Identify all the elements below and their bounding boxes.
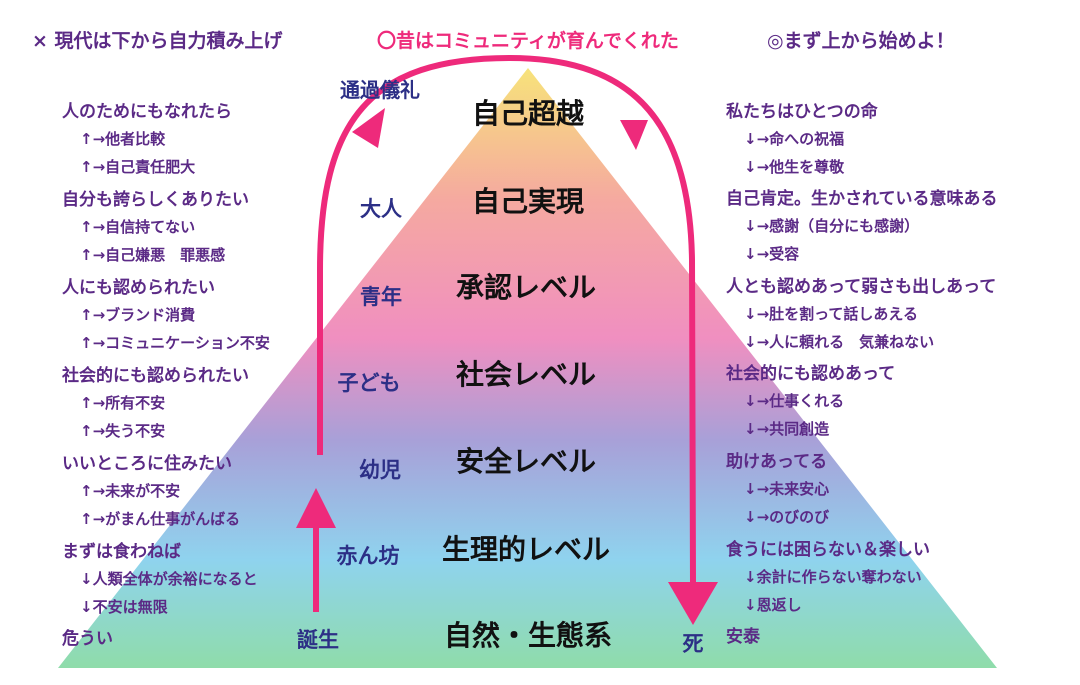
level-self-transcendence: 自己超越 <box>471 97 585 130</box>
arch-top-arrow-head <box>620 120 648 150</box>
arch-up-arrow-head <box>352 108 385 148</box>
right-sub: ↓→命への祝福 <box>744 130 845 148</box>
left-main-6: まずは食わねば <box>62 542 181 562</box>
header-right: ◎まず上から始めよ！ <box>767 30 955 52</box>
left-group-7: 危うい <box>62 624 113 649</box>
left-main-3: 人にも認められたい <box>62 278 215 298</box>
left-main-1: 人のためにもなれたら <box>62 102 232 122</box>
stage-rite-of-passage: 通過儀礼 <box>340 78 420 102</box>
level-physiological: 生理的レベル <box>441 533 611 566</box>
left-sub: ↑→がまん仕事がんばる <box>80 510 241 528</box>
right-main-3: 人とも認めあって弱さも出しあって <box>726 277 997 297</box>
stage-infant: 幼児 <box>359 458 401 482</box>
left-sub: ↑→自己責任肥大 <box>80 158 196 176</box>
right-group-1: 私たちはひとつの命 ↓→命への祝福 ↓→他生を尊敬 <box>726 97 878 177</box>
left-sub: ↑→失う不安 <box>80 422 166 440</box>
right-group-4: 社会的にも認めあって ↓→仕事くれる ↓→共同創造 <box>726 359 895 439</box>
pyramid-body <box>58 68 997 668</box>
left-group-1: 人のためにもなれたら ↑→他者比較 ↑→自己責任肥大 <box>62 97 232 177</box>
header-middle: 〇昔はコミュニティが育んでくれた <box>377 30 679 52</box>
left-main-4: 社会的にも認められたい <box>62 366 249 386</box>
left-sub: ↑→ブランド消費 <box>80 306 196 324</box>
right-main-6: 食うには困らない＆楽しい <box>726 540 930 560</box>
stage-birth: 誕生 <box>297 628 339 652</box>
death-arrow-head <box>668 582 718 625</box>
left-group-4: 社会的にも認められたい ↑→所有不安 ↑→失う不安 <box>62 361 249 441</box>
left-group-3: 人にも認められたい ↑→ブランド消費 ↑→コミュニケーション不安 <box>62 273 270 353</box>
right-sub: ↓余計に作らない奪わない <box>744 568 922 586</box>
life-arch-path <box>317 54 696 586</box>
right-sub: ↓恩返し <box>744 596 802 614</box>
right-group-2: 自己肯定。生かされている意味ある ↓→感謝（自分にも感謝） ↓→受容 <box>726 184 998 264</box>
header-left: × 現代は下から自力積み上げ <box>32 30 283 52</box>
level-esteem: 承認レベル <box>455 271 597 304</box>
birth-arrow-head <box>296 488 336 528</box>
right-main-5: 助けあってる <box>726 452 828 472</box>
left-sub: ↑→コミュニケーション不安 <box>80 334 270 352</box>
level-social: 社会レベル <box>455 358 597 391</box>
stage-death: 死 <box>682 632 704 656</box>
level-self-actualization: 自己実現 <box>471 185 585 218</box>
right-main-7: 安泰 <box>726 627 760 647</box>
level-safety: 安全レベル <box>455 445 597 478</box>
level-nature-ecosystem: 自然・生態系 <box>443 619 613 652</box>
left-main-5: いいところに住みたい <box>62 454 232 474</box>
right-group-3: 人とも認めあって弱さも出しあって ↓→肚を割って話しあえる ↓→人に頼れる 気兼… <box>726 272 996 352</box>
left-group-2: 自分も誇らしくありたい ↑→自信持てない ↑→自己嫌悪 罪悪感 <box>62 185 249 265</box>
right-group-7: 安泰 <box>726 622 760 647</box>
right-group-6: 食うには困らない＆楽しい ↓余計に作らない奪わない ↓恩返し <box>726 535 930 615</box>
stage-baby: 赤ん坊 <box>336 544 400 568</box>
right-sub: ↓→肚を割って話しあえる <box>744 305 918 323</box>
right-sub: ↓→人に頼れる 気兼ねない <box>744 333 935 351</box>
right-sub: ↓→受容 <box>744 245 800 263</box>
right-main-4: 社会的にも認めあって <box>726 364 896 384</box>
right-main-2: 自己肯定。生かされている意味ある <box>726 189 998 209</box>
left-sub: ↑→自己嫌悪 罪悪感 <box>80 246 226 264</box>
right-main-1: 私たちはひとつの命 <box>726 102 878 122</box>
left-main-7: 危うい <box>62 629 113 649</box>
left-sub: ↓不安は無限 <box>80 598 168 616</box>
right-group-5: 助けあってる ↓→未来安心 ↓→のびのび <box>726 447 829 527</box>
left-sub: ↑→自信持てない <box>80 218 196 236</box>
right-sub: ↓→仕事くれる <box>744 392 845 410</box>
stage-youth: 青年 <box>360 285 402 309</box>
right-sub: ↓→未来安心 <box>744 480 830 498</box>
left-sub: ↑→所有不安 <box>80 394 166 412</box>
stage-child: 子ども <box>337 371 401 395</box>
left-sub: ↑→未来が不安 <box>80 482 181 500</box>
left-group-6: まずは食わねば ↓人類全体が余裕になると ↓不安は無限 <box>62 537 258 617</box>
left-sub: ↓人類全体が余裕になると <box>80 570 258 588</box>
stage-adult: 大人 <box>360 197 402 221</box>
right-sub: ↓→のびのび <box>744 508 830 526</box>
left-group-5: いいところに住みたい ↑→未来が不安 ↑→がまん仕事がんばる <box>62 449 240 529</box>
left-sub: ↑→他者比較 <box>80 130 166 148</box>
right-sub: ↓→他生を尊敬 <box>744 158 845 176</box>
right-sub: ↓→共同創造 <box>744 420 830 438</box>
right-sub: ↓→感謝（自分にも感謝） <box>744 217 920 235</box>
left-main-2: 自分も誇らしくありたい <box>62 190 249 210</box>
